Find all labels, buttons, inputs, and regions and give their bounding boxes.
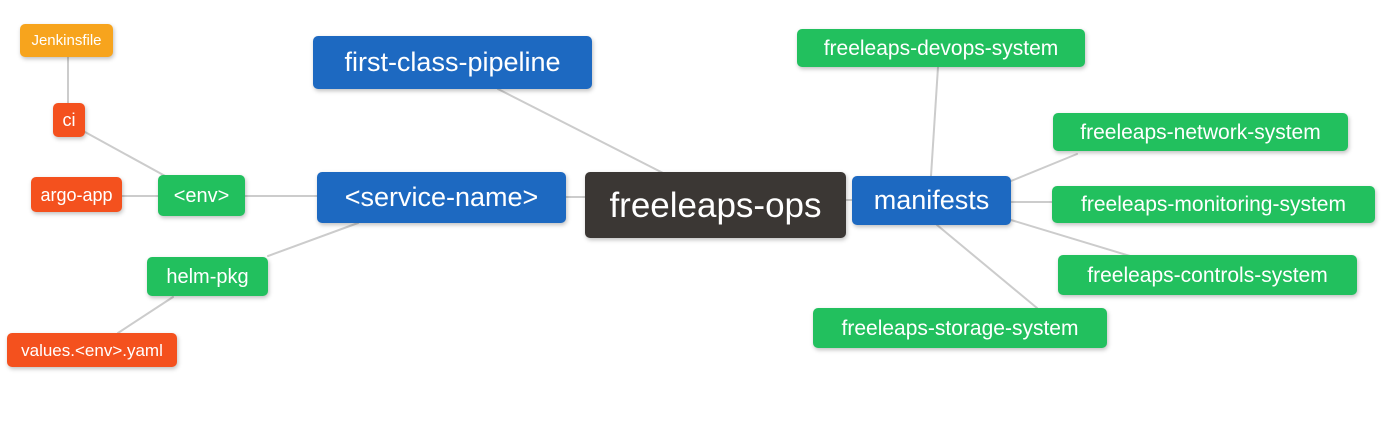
node-env[interactable]: <env> — [158, 175, 245, 216]
node-freeleaps-devops-system[interactable]: freeleaps-devops-system — [797, 29, 1085, 67]
node-values-env-yaml[interactable]: values.<env>.yaml — [7, 333, 177, 367]
node-jenkinsfile[interactable]: Jenkinsfile — [20, 24, 113, 57]
edge-manifests-to-freeleaps-network-system — [1010, 153, 1078, 182]
node-argo-app[interactable]: argo-app — [31, 177, 122, 212]
node-freeleaps-monitoring-system[interactable]: freeleaps-monitoring-system — [1052, 186, 1375, 223]
edge-first-class-pipeline-to-freeleaps-ops — [497, 88, 664, 174]
node-freeleaps-controls-system[interactable]: freeleaps-controls-system — [1058, 255, 1357, 295]
edge-values-env-yaml-to-helm-pkg — [117, 296, 174, 334]
edge-manifests-to-freeleaps-storage-system — [936, 224, 1038, 309]
node-freeleaps-storage-system[interactable]: freeleaps-storage-system — [813, 308, 1107, 348]
edge-manifests-to-freeleaps-controls-system — [1010, 219, 1131, 257]
edge-helm-pkg-to-service-name — [267, 222, 359, 257]
node-helm-pkg[interactable]: helm-pkg — [147, 257, 268, 296]
node-freeleaps-ops[interactable]: freeleaps-ops — [585, 172, 846, 238]
node-first-class-pipeline[interactable]: first-class-pipeline — [313, 36, 592, 89]
edge-ci-to-env — [84, 131, 168, 178]
node-freeleaps-network-system[interactable]: freeleaps-network-system — [1053, 113, 1348, 151]
node-ci[interactable]: ci — [53, 103, 85, 137]
edge-manifests-to-freeleaps-devops-system — [930, 66, 939, 177]
node-manifests[interactable]: manifests — [852, 176, 1011, 225]
node-service-name[interactable]: <service-name> — [317, 172, 566, 223]
